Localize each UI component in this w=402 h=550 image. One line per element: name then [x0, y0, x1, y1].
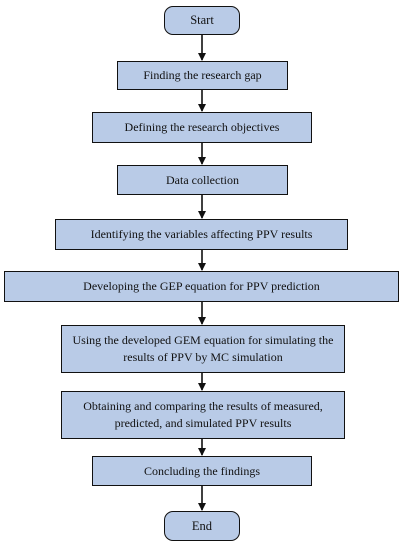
mc-simulation-node: Using the developed GEM equation for sim… — [61, 325, 345, 373]
research-objectives-node: Defining the research objectives — [92, 112, 312, 143]
compare-results-node: Obtaining and comparing the results of m… — [61, 391, 345, 439]
data-collection-node: Data collection — [117, 165, 288, 195]
end-node: End — [164, 511, 240, 541]
start-node: Start — [164, 6, 240, 35]
develop-gep-node: Developing the GEP equation for PPV pred… — [4, 271, 399, 302]
conclude-node: Concluding the findings — [92, 456, 312, 486]
research-gap-node: Finding the research gap — [117, 61, 288, 90]
identify-variables-node: Identifying the variables affecting PPV … — [55, 219, 348, 250]
